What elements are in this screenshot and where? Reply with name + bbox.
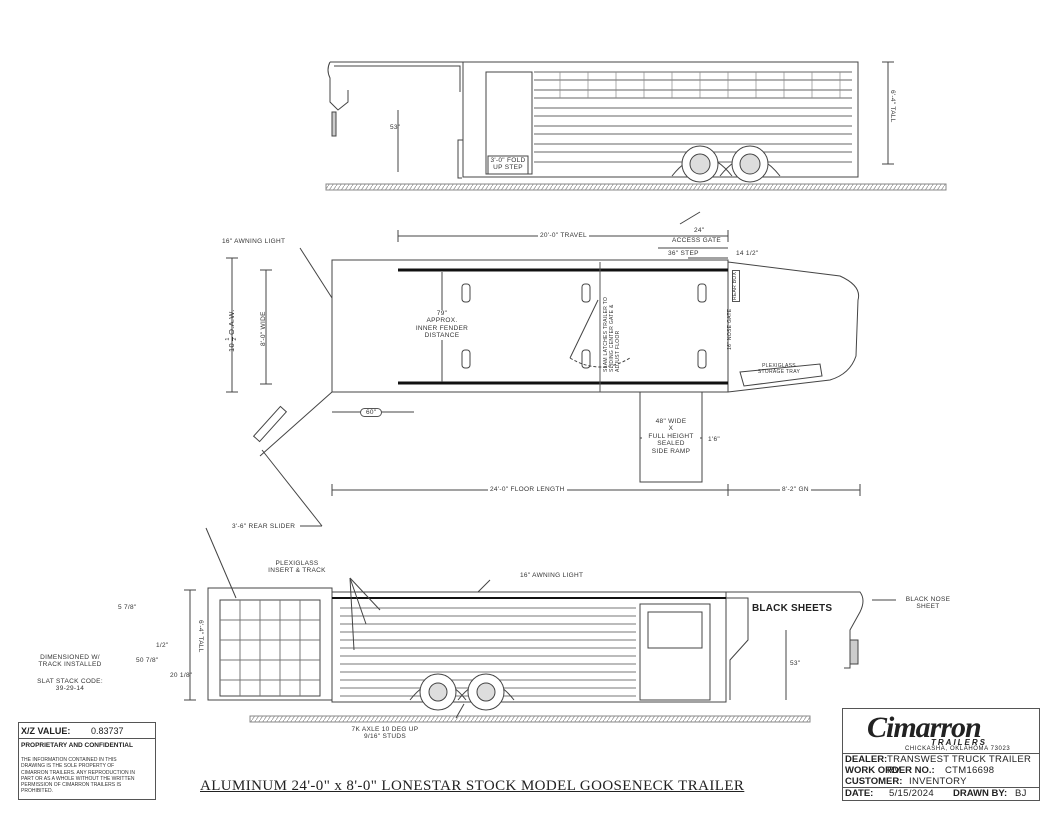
rear-slider-label: 3'-6" REAR SLIDER [232, 523, 296, 530]
work-order-value: CTM16698 [945, 765, 995, 776]
access-gate-width: 24" [694, 227, 705, 234]
black-nose-line-1: BLACK NOSE [905, 596, 951, 603]
center-gate-note: SLAM LATCHES TRAILER TO SLIDING CENTER G… [603, 296, 621, 372]
nose-box-label: REAR BOX [732, 269, 740, 302]
oaw-label: 10 1 2 O.A.W. [225, 309, 238, 352]
lower-height-label: 6'-4" TALL [197, 620, 204, 653]
drawn-by-label: DRAWN BY: [953, 788, 1008, 799]
slat-line-2: 39-29-14 [55, 685, 85, 693]
date-value: 5/15/2024 [889, 788, 934, 799]
ramp-line-5: SIDE RAMP [651, 447, 691, 455]
axle-label: 7K AXLE 10 DEG UP 9/16" STUDS [340, 726, 430, 741]
xz-value-box: X/Z VALUE: 0.83737 PROPRIETARY AND CONFI… [18, 722, 156, 800]
awning-light-label: 16" AWNING LIGHT [222, 238, 286, 245]
dim-note-line-2: TRACK INSTALLED [38, 661, 102, 669]
dim-a-label: 5 7/8" [118, 604, 137, 611]
fold-step-label: 3'-0" FOLD UP STEP [488, 157, 528, 172]
work-order-label: WORK ORDER NO.: [845, 765, 935, 776]
fold-step-line-2: UP STEP [493, 164, 523, 172]
black-nose-line-2: SHEET [916, 603, 940, 611]
wide-label: 8'-0" WIDE [260, 311, 267, 346]
plexi-line-1: PLEXIGLASS [275, 560, 319, 567]
fender-distance-label: 79" APPROX. INNER FENDER DISTANCE [410, 310, 474, 340]
dealer-value: TRANSWEST TRUCK TRAILER RV [887, 754, 1032, 776]
fender-line-1: 79" [436, 310, 448, 317]
xz-divider [19, 738, 155, 739]
gn-length-label: 8'-2" GN [780, 486, 811, 494]
access-gate-label: ACCESS GATE [672, 237, 722, 244]
step-offset-label: 14 1/2" [736, 250, 759, 257]
ramp-line-4: SEALED [657, 440, 685, 448]
dim-b-label: 1/2" [156, 642, 169, 649]
axle-line-1: 7K AXLE 10 DEG UP [351, 726, 419, 733]
slat-line-1: SLAT STACK CODE: [37, 678, 103, 685]
ramp-line-3: FULL HEIGHT [648, 432, 694, 440]
dealer-label: DEALER: [845, 754, 888, 765]
proprietary-label: PROPRIETARY AND CONFIDENTIAL [21, 742, 133, 749]
fender-line-3: INNER FENDER [415, 324, 469, 332]
title-block-divider [843, 753, 1039, 754]
dim-d-label: 20 1/8" [170, 672, 193, 679]
travel-label: 20'-0" TRAVEL [538, 232, 589, 240]
ramp-offset-label: 1'6" [708, 436, 720, 443]
drawn-by-value: BJ [1015, 788, 1027, 799]
rear-opening-label: 60" [360, 408, 383, 418]
axle-line-2: 9/16" STUDS [363, 733, 407, 741]
proprietary-notice: THE INFORMATION CONTAINED IN THIS DRAWIN… [21, 757, 135, 795]
company-logo: Cimarron [867, 711, 982, 744]
plexiglass-storage-label: PLEXIGLASS STORAGE TRAY [750, 363, 808, 376]
title-block: Cimarron TRAILERS CHICKASHA, OKLAHOMA 73… [842, 708, 1040, 801]
floor-length-label: 24'-0" FLOOR LENGTH [488, 486, 567, 494]
side-ramp-label: 48" WIDE X FULL HEIGHT SEALED SIDE RAMP [642, 418, 700, 456]
side-height-label: 6'-4" TALL [889, 90, 896, 123]
lower-hitch-label: 53" [790, 660, 801, 667]
plexi-insert-label: PLEXIGLASS INSERT & TRACK [262, 560, 332, 575]
black-sheets-label: BLACK SHEETS [752, 603, 833, 614]
customer-label: CUSTOMER: [845, 776, 903, 787]
side-view-trailer [325, 61, 947, 191]
drawing-title: ALUMINUM 24'-0" x 8'-0" LONESTAR STOCK M… [200, 778, 745, 794]
fender-line-4: DISTANCE [424, 332, 460, 340]
xz-value: 0.83737 [91, 726, 124, 736]
date-label: DATE: [845, 788, 874, 799]
oaw-fraction: 1 2 [225, 337, 238, 341]
oaw-suffix: O.A.W. [226, 309, 236, 335]
dimensioned-note: DIMENSIONED W/ TRACK INSTALLED [34, 654, 106, 669]
nose-gate-label: 16" NOSE GATE [727, 308, 733, 350]
black-nose-label: BLACK NOSE SHEET [898, 596, 958, 611]
fender-line-2: APPROX. [426, 317, 458, 325]
storage-line-2: STORAGE TRAY [757, 368, 801, 375]
oaw-whole: 10 [226, 343, 236, 352]
dim-c-label: 50 7/8" [136, 657, 159, 664]
step-label: 36" STEP [668, 250, 699, 257]
lower-awning-label: 16" AWNING LIGHT [520, 572, 584, 579]
slat-code-note: SLAT STACK CODE: 39-29-14 [34, 678, 106, 693]
storage-line-1: PLEXIGLASS [762, 363, 796, 369]
oaw-fraction-den: 2 [231, 337, 238, 341]
plexi-line-2: INSERT & TRACK [268, 567, 326, 575]
side-hitch-label: 53" [390, 124, 401, 131]
title-block-divider-2 [843, 787, 1039, 788]
lower-side-view-trailer [184, 527, 896, 723]
fold-step-line-1: 3'-0" FOLD [490, 157, 526, 164]
company-address: CHICKASHA, OKLAHOMA 73023 [905, 746, 1011, 752]
company-logo-sub: TRAILERS [931, 738, 987, 747]
ramp-line-2: X [668, 425, 674, 433]
xz-label: X/Z VALUE: [21, 726, 71, 736]
dim-note-line-1: DIMENSIONED W/ [40, 654, 100, 661]
customer-value: INVENTORY [909, 776, 967, 787]
ramp-line-1: 48" WIDE [655, 418, 687, 425]
